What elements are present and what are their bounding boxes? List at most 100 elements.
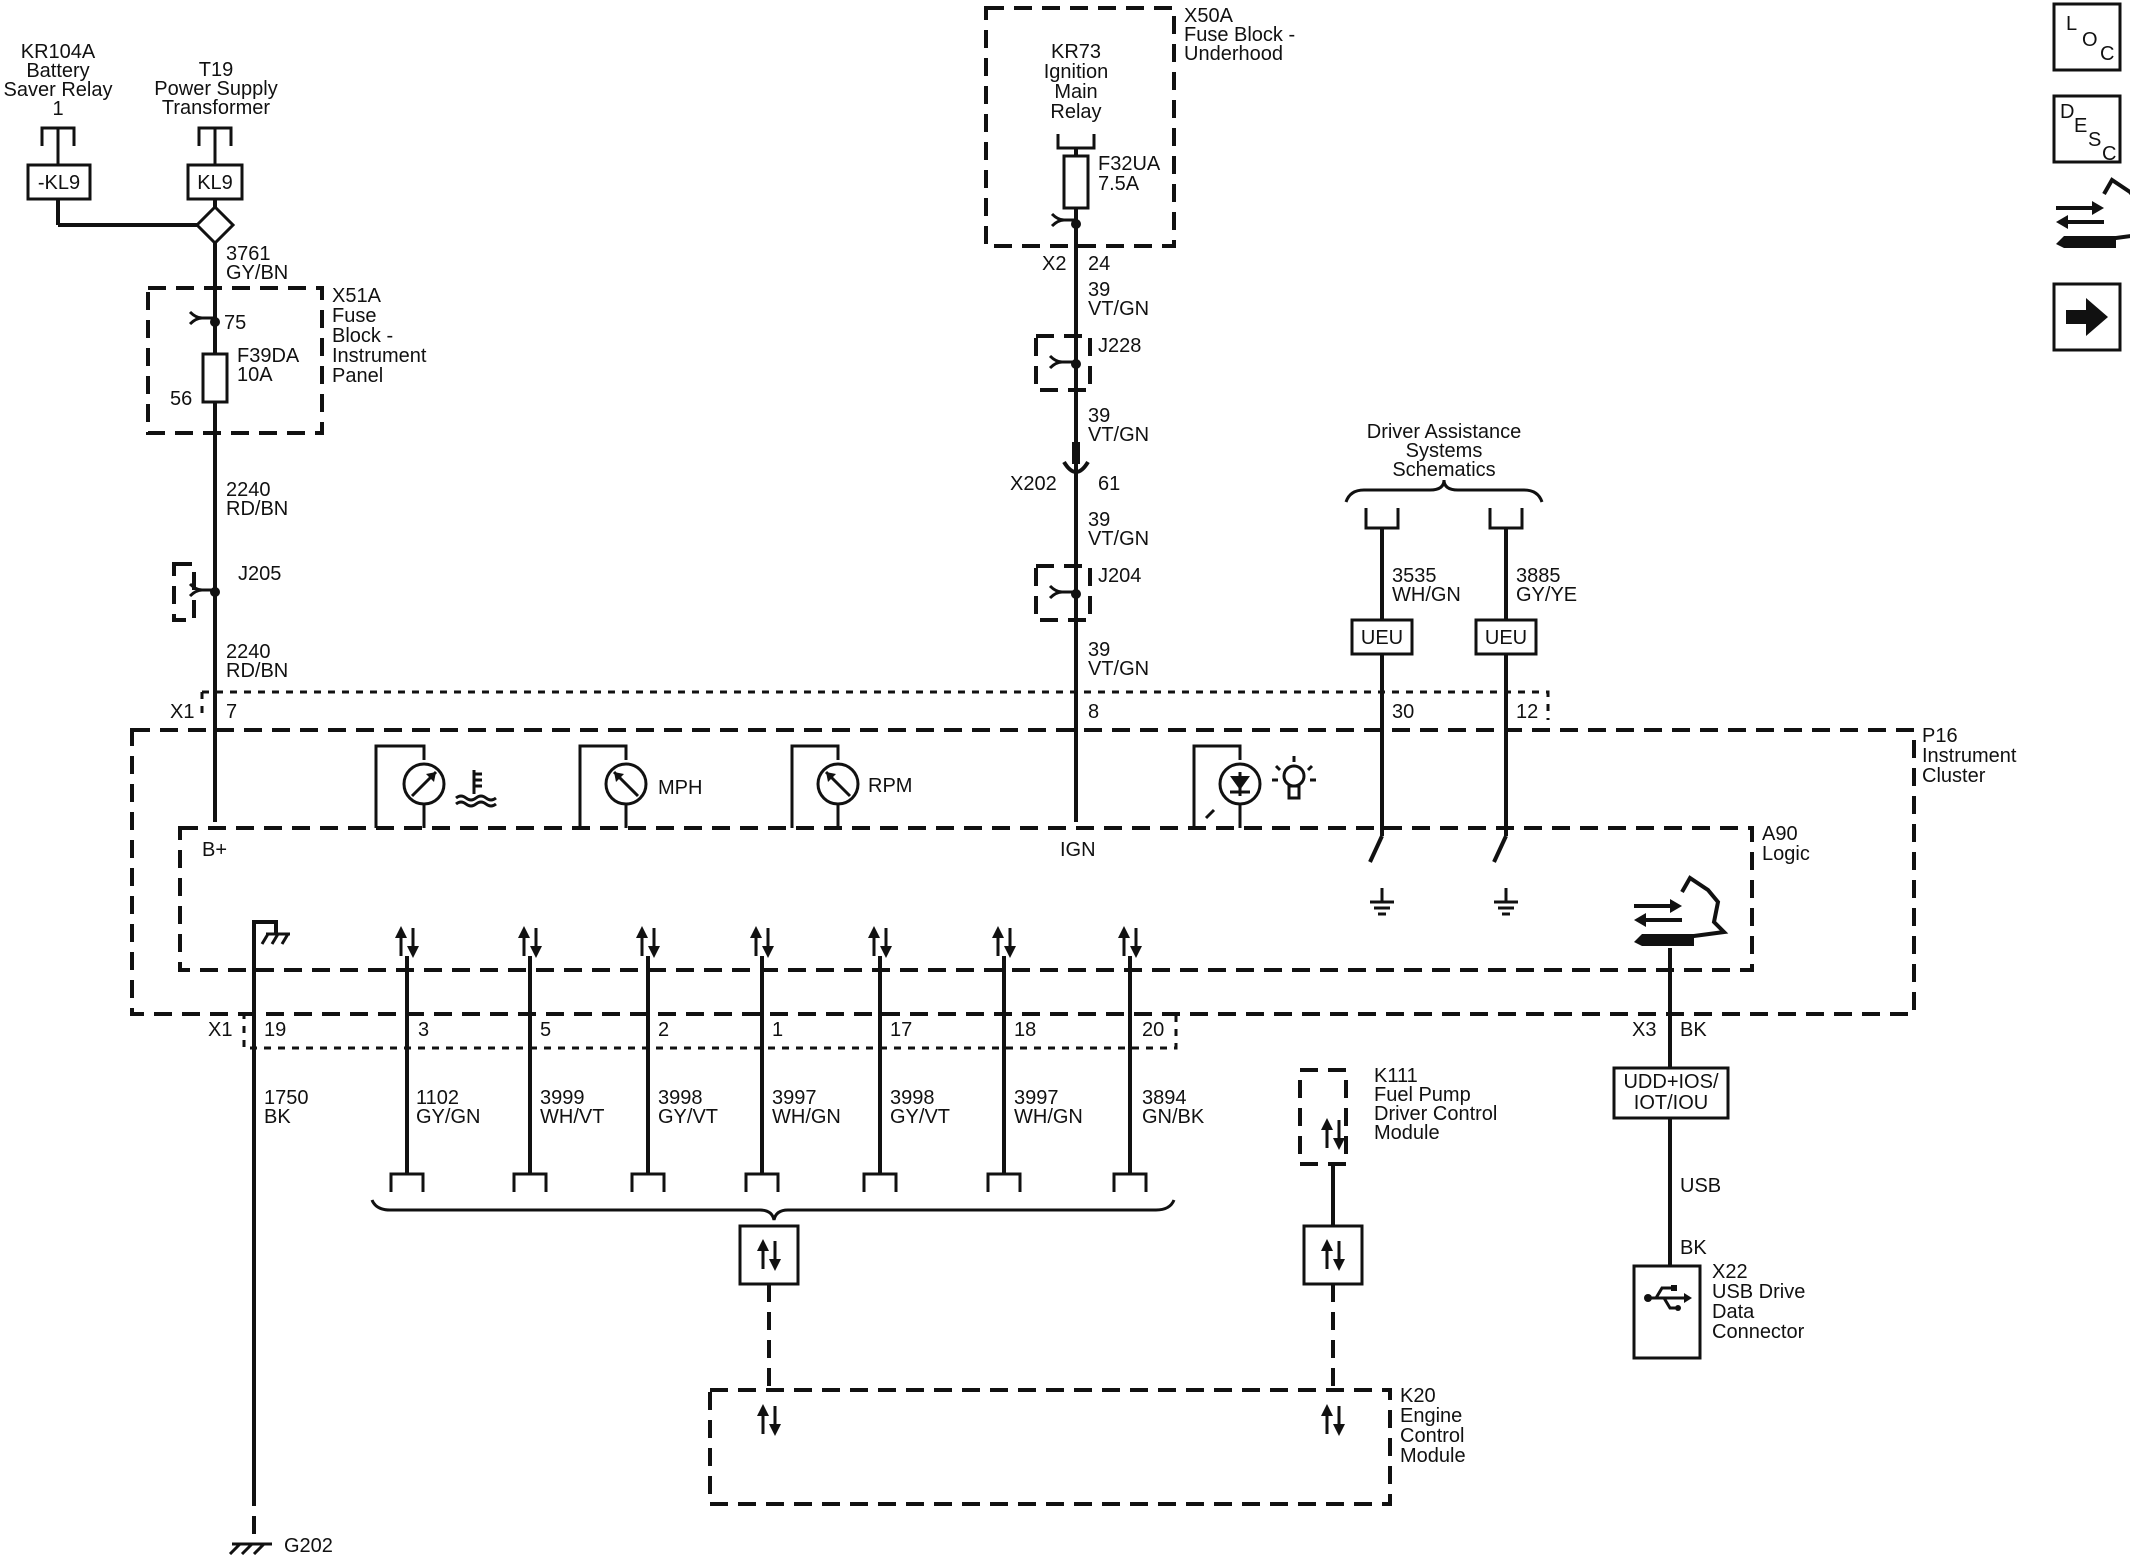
g202-label: G202 <box>284 1535 333 1555</box>
arrow-right-icon <box>2066 298 2108 336</box>
x3-label: X3 <box>1632 1019 1656 1041</box>
p16-instrument-cluster <box>130 728 1916 1016</box>
bus-connectors <box>389 1172 1148 1192</box>
data-link-icon <box>1632 876 1726 948</box>
usb-icon <box>1644 1285 1692 1311</box>
j204-label: J204 <box>1098 565 1141 587</box>
data-link-button[interactable] <box>2054 178 2130 250</box>
j205-splice <box>172 562 196 622</box>
x1-bottom-label: X1 <box>208 1019 232 1041</box>
k20-ecm <box>708 1388 1392 1506</box>
k111-bidir-box <box>1302 1224 1364 1286</box>
bidirectional-arrow-icon <box>755 1402 783 1438</box>
ground-icon <box>260 932 290 945</box>
x1-bottom-connector <box>242 1012 1178 1050</box>
desc-letter-e: E <box>2074 115 2087 137</box>
x2-label: X2 <box>1042 253 1066 275</box>
ground-icon <box>228 1542 272 1555</box>
x50a-fuse-block <box>984 6 1176 248</box>
pin-18: 18 <box>1014 1019 1036 1041</box>
pin-56: 56 <box>170 388 192 410</box>
bk2-label: BK <box>1680 1237 1707 1259</box>
bk-label: BK <box>1680 1019 1707 1041</box>
pin-20: 20 <box>1142 1019 1164 1041</box>
b-plus-label: B+ <box>202 839 227 861</box>
bidirectional-arrow-icon <box>516 924 544 960</box>
bidirectional-arrow-icon <box>748 924 776 960</box>
loc-button[interactable]: L O C <box>2052 2 2122 72</box>
fuse-f39da <box>201 352 229 404</box>
data-link-icon <box>2054 178 2130 250</box>
loc-letter-o: O <box>2082 29 2098 51</box>
j205-label: J205 <box>238 563 281 585</box>
pin-17: 17 <box>890 1019 912 1041</box>
desc-letter-c: C <box>2102 143 2116 165</box>
pin-3: 3 <box>418 1019 429 1041</box>
desc-button[interactable]: D E S C <box>2052 94 2122 165</box>
fuse-f32ua <box>1062 154 1090 210</box>
bidirectional-arrow-icon <box>1319 1402 1347 1438</box>
pin-12: 12 <box>1516 701 1538 723</box>
thermometer-icon <box>455 770 497 808</box>
pin-2: 2 <box>658 1019 669 1041</box>
data-wires <box>405 956 1132 1174</box>
loc-letter-l: L <box>2066 13 2077 35</box>
pin-19: 19 <box>264 1019 286 1041</box>
x22-usb-connector <box>1632 1264 1702 1360</box>
switch-30 <box>1368 835 1384 863</box>
indicator-lamp <box>1192 744 1316 828</box>
pin-7: 7 <box>226 701 237 723</box>
ueu-label-1: UEU <box>1361 627 1403 649</box>
temperature-gauge <box>374 744 497 828</box>
bidirectional-arrow-icon <box>990 924 1018 960</box>
usb-label: USB <box>1680 1175 1721 1197</box>
udd-box <box>1612 1066 1730 1120</box>
udd-label: UDD+IOS/IOT/IOU <box>1623 1071 1718 1114</box>
k111-module <box>1298 1068 1348 1166</box>
splice-diamond <box>194 204 236 246</box>
j228-label: J228 <box>1098 335 1141 357</box>
x202-connector <box>1062 460 1090 474</box>
desc-letter-d: D <box>2060 101 2074 123</box>
pin-1: 1 <box>772 1019 783 1041</box>
bidirectional-arrow-icon <box>1319 1116 1347 1152</box>
bus-bracket <box>370 1199 1176 1221</box>
speedometer-gauge: MPH <box>578 744 702 828</box>
pin-5: 5 <box>540 1019 551 1041</box>
wire-1750 <box>252 920 278 1500</box>
next-page-button[interactable] <box>2052 282 2122 352</box>
bidirectional-arrow-icon <box>393 924 421 960</box>
kl9-neg-label: -KL9 <box>38 172 80 194</box>
bus-bidir-box <box>738 1224 800 1286</box>
pin-30: 30 <box>1392 701 1414 723</box>
driver-assist-bracket <box>1344 479 1544 503</box>
pin-75: 75 <box>224 312 246 334</box>
ueu-box-1 <box>1350 618 1414 656</box>
x1-top-connector <box>202 690 1550 720</box>
mph-label: MPH <box>658 777 702 799</box>
